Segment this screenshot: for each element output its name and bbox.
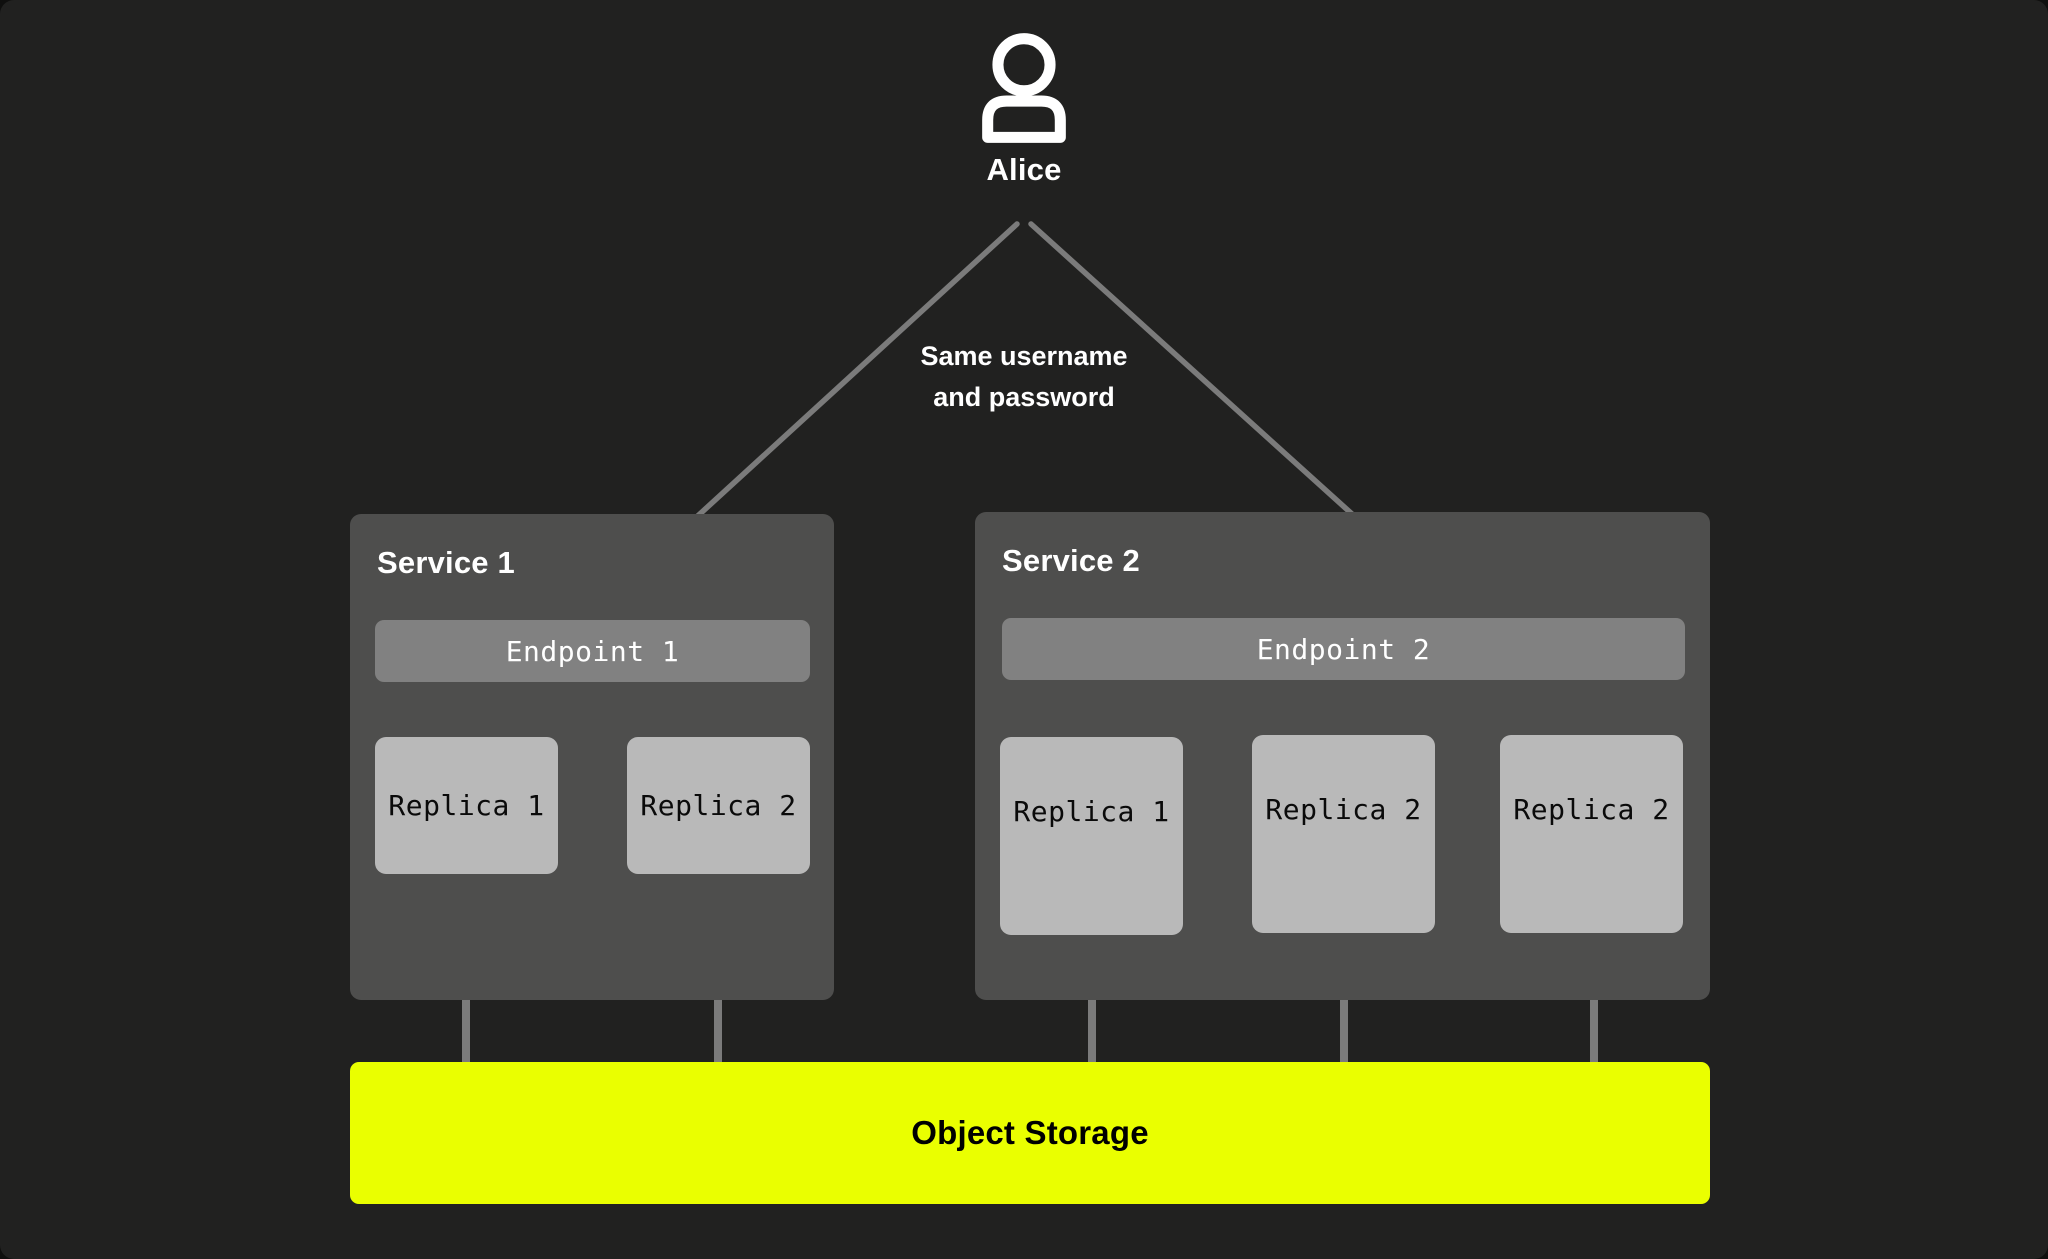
replica-service2-2[interactable]: Replica 2 <box>1252 735 1435 933</box>
object-storage-label: Object Storage <box>911 1114 1149 1151</box>
caption-line-1: Same username <box>920 341 1128 371</box>
service-2-title: Service 2 <box>1002 543 1140 578</box>
replica-service1-2[interactable]: Replica 2 <box>627 737 810 874</box>
object-storage-bar[interactable]: Object Storage <box>350 1062 1710 1204</box>
actor-label: Alice <box>986 152 1062 187</box>
service-panel-1-content: Service 1 <box>350 514 834 1000</box>
actor-alice: Alice <box>944 30 1104 188</box>
service-1-title: Service 1 <box>377 545 515 580</box>
replica-service2-1[interactable]: Replica 1 <box>1000 737 1183 935</box>
service-panel-2-content: Service 2 <box>975 512 1710 1000</box>
user-icon <box>982 33 1066 143</box>
endpoint-2[interactable]: Endpoint 2 <box>1002 618 1685 680</box>
endpoint-1[interactable]: Endpoint 1 <box>375 620 810 682</box>
replica-service1-1[interactable]: Replica 1 <box>375 737 558 874</box>
caption-same-credentials: Same username and password <box>824 336 1224 418</box>
caption-line-2: and password <box>933 382 1115 412</box>
replica-service2-3[interactable]: Replica 2 <box>1500 735 1683 933</box>
